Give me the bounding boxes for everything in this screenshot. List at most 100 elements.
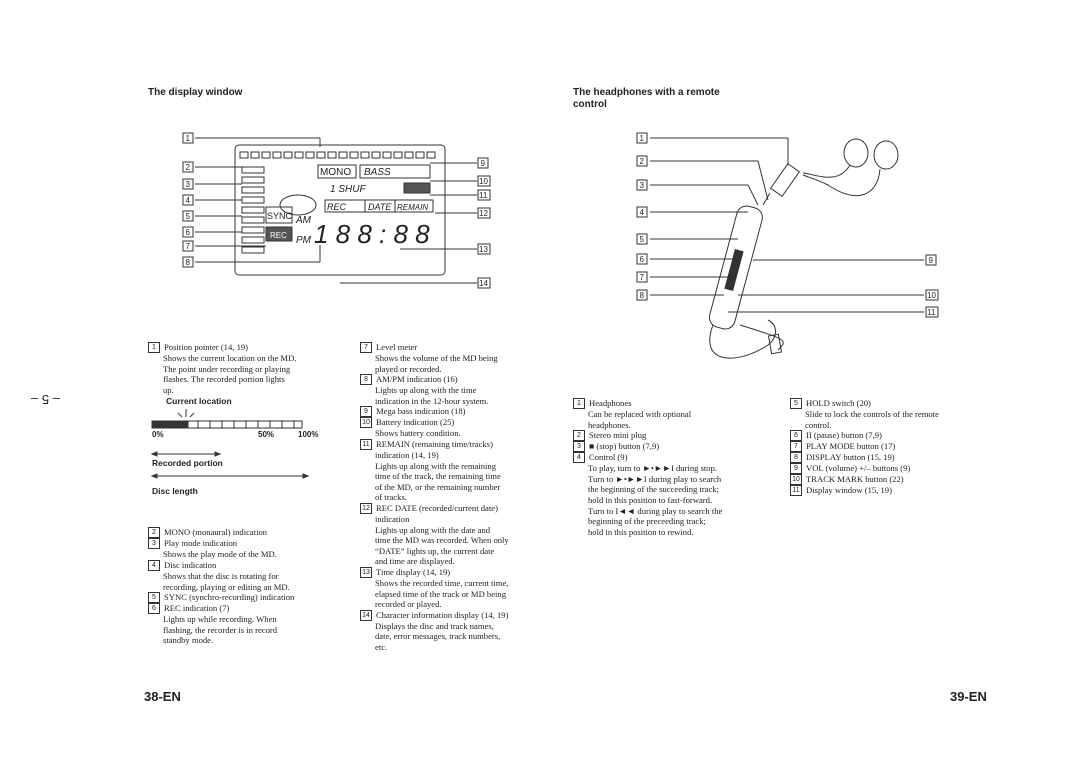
svg-text:6: 6 — [186, 228, 191, 237]
svg-text:12: 12 — [479, 209, 488, 218]
diagram-number-2: 2 — [182, 161, 194, 173]
svg-text:13: 13 — [479, 245, 488, 254]
svg-text:3: 3 — [186, 180, 191, 189]
remote-number-5: 5 — [636, 233, 648, 245]
diagram-number-4: 4 — [182, 194, 194, 206]
svg-text:4: 4 — [640, 208, 645, 217]
diagram-number-5: 5 — [182, 210, 194, 222]
svg-text:7: 7 — [640, 273, 645, 282]
remote-number-4: 4 — [636, 206, 648, 218]
diagram-number-10: 10 — [477, 175, 491, 187]
rec-date-label: REC — [327, 202, 347, 212]
svg-text:9: 9 — [929, 256, 934, 265]
svg-text:2: 2 — [186, 163, 191, 172]
svg-text:5: 5 — [186, 212, 191, 221]
diagram-number-1: 1 — [182, 132, 194, 144]
svg-text:10: 10 — [479, 177, 488, 186]
shuf-label: 1 SHUF — [330, 184, 366, 195]
display-window-heading: The display window — [148, 87, 243, 98]
svg-text:4: 4 — [186, 196, 191, 205]
diagram-number-9: 9 — [477, 157, 489, 169]
remain-label: REMAIN — [397, 203, 428, 212]
remote-number-11: 11 — [925, 306, 939, 318]
page-number-right: 39-EN — [950, 689, 987, 704]
diagram-number-12: 12 — [477, 207, 491, 219]
diagram-number-13: 13 — [477, 243, 491, 255]
remote-number-2: 2 — [636, 155, 648, 167]
time-display-digits: 1 8 8 : 8 8 — [314, 219, 430, 249]
mono-label: MONO — [320, 167, 351, 178]
diagram-number-7: 7 — [182, 240, 194, 252]
diagram-number-3: 3 — [182, 178, 194, 190]
date-label: DATE — [368, 202, 392, 212]
headphones-heading: The headphones with a remote control — [573, 87, 720, 110]
svg-text:14: 14 — [479, 279, 488, 288]
remote-number-8: 8 — [636, 289, 648, 301]
sync-label: SYNC — [267, 211, 293, 221]
svg-text:11: 11 — [927, 308, 936, 317]
svg-text:1: 1 — [186, 134, 191, 143]
page-number-left: 38-EN — [144, 689, 181, 704]
svg-text:11: 11 — [479, 191, 488, 200]
pm-label: PM — [296, 235, 312, 246]
headphones-remote-diagram: 1 2 3 4 5 6 7 8 9 10 11 — [636, 132, 939, 359]
bass-label: BASS — [364, 167, 391, 178]
remote-number-3: 3 — [636, 179, 648, 191]
svg-text:5: 5 — [640, 235, 645, 244]
remote-number-10: 10 — [925, 289, 939, 301]
svg-text:9: 9 — [481, 159, 486, 168]
svg-text:1: 1 — [640, 134, 645, 143]
svg-text:7: 7 — [186, 242, 191, 251]
svg-text:2: 2 — [640, 157, 645, 166]
diagram-number-14: 14 — [477, 277, 491, 289]
diagram-number-6: 6 — [182, 226, 194, 238]
level-meter-bars — [241, 166, 265, 254]
position-pointer-segments — [239, 151, 436, 159]
diagram-number-11: 11 — [477, 189, 491, 201]
svg-text:6: 6 — [640, 255, 645, 264]
display-window-diagram: MONO BASS 1 SHUF REC DATE REMAIN SYNC AM… — [182, 132, 491, 289]
svg-text:8: 8 — [640, 291, 645, 300]
rec-indicator-label: REC — [270, 231, 287, 240]
remote-number-7: 7 — [636, 271, 648, 283]
position-meter-figure: Current location 0% 50% 100% Recorded po… — [150, 396, 319, 497]
remote-number-9: 9 — [925, 254, 937, 266]
list-item: 3■ (stop) button (7,9) — [573, 441, 773, 453]
svg-text:10: 10 — [927, 291, 936, 300]
svg-text:3: 3 — [640, 181, 645, 190]
diagram-number-8: 8 — [182, 256, 194, 268]
remote-number-1: 1 — [636, 132, 648, 144]
page-side-mark: – 5 – — [31, 391, 60, 407]
am-label: AM — [295, 215, 312, 226]
remote-number-6: 6 — [636, 253, 648, 265]
svg-text:8: 8 — [186, 258, 191, 267]
